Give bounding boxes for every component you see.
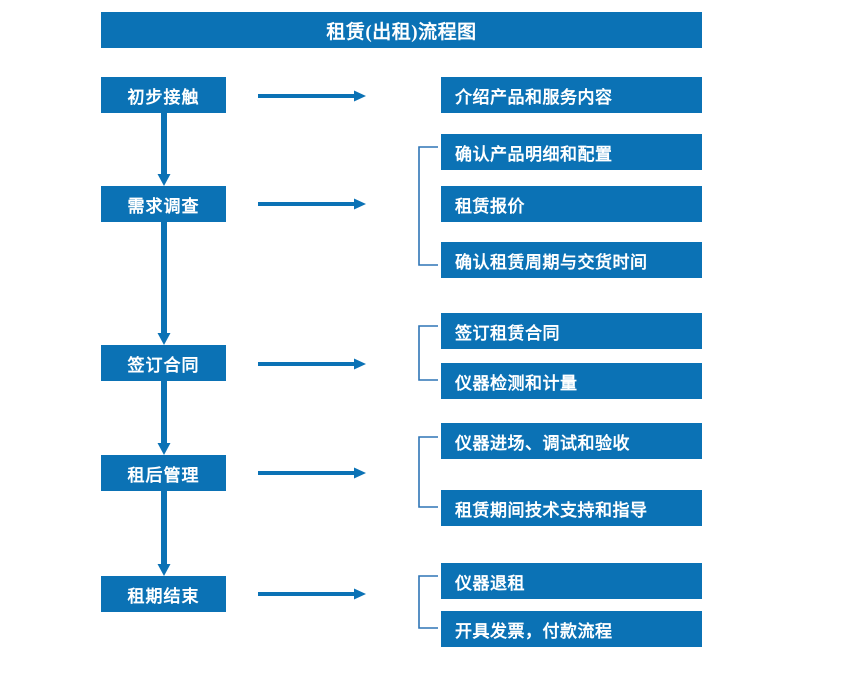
arrow-right-icon (258, 356, 366, 372)
detail-box[interactable]: 仪器检测和计量 (441, 363, 702, 399)
group-bracket-icon (418, 575, 440, 629)
page-title: 租赁(出租)流程图 (101, 12, 702, 48)
detail-box[interactable]: 租赁期间技术支持和指导 (441, 490, 702, 526)
group-bracket-icon (418, 436, 440, 508)
detail-box[interactable]: 确认产品明细和配置 (441, 134, 702, 170)
group-bracket-icon (418, 325, 440, 381)
detail-box[interactable]: 确认租赁周期与交货时间 (441, 242, 702, 278)
stage-box[interactable]: 租期结束 (101, 576, 226, 612)
arrow-down-icon (150, 491, 178, 576)
detail-box[interactable]: 签订租赁合同 (441, 313, 702, 349)
arrow-down-icon (150, 113, 178, 186)
detail-box[interactable]: 租赁报价 (441, 186, 702, 222)
detail-box[interactable]: 仪器进场、调试和验收 (441, 423, 702, 459)
stage-box[interactable]: 签订合同 (101, 345, 226, 381)
arrow-right-icon (258, 586, 366, 602)
stage-box[interactable]: 租后管理 (101, 455, 226, 491)
detail-box[interactable]: 开具发票，付款流程 (441, 611, 702, 647)
arrow-right-icon (258, 196, 366, 212)
arrow-right-icon (258, 465, 366, 481)
group-bracket-icon (418, 146, 440, 266)
stage-box[interactable]: 需求调查 (101, 186, 226, 222)
detail-box[interactable]: 仪器退租 (441, 563, 702, 599)
stage-box[interactable]: 初步接触 (101, 77, 226, 113)
detail-box[interactable]: 介绍产品和服务内容 (441, 77, 702, 113)
arrow-down-icon (150, 381, 178, 455)
arrow-down-icon (150, 222, 178, 345)
arrow-right-icon (258, 88, 366, 104)
